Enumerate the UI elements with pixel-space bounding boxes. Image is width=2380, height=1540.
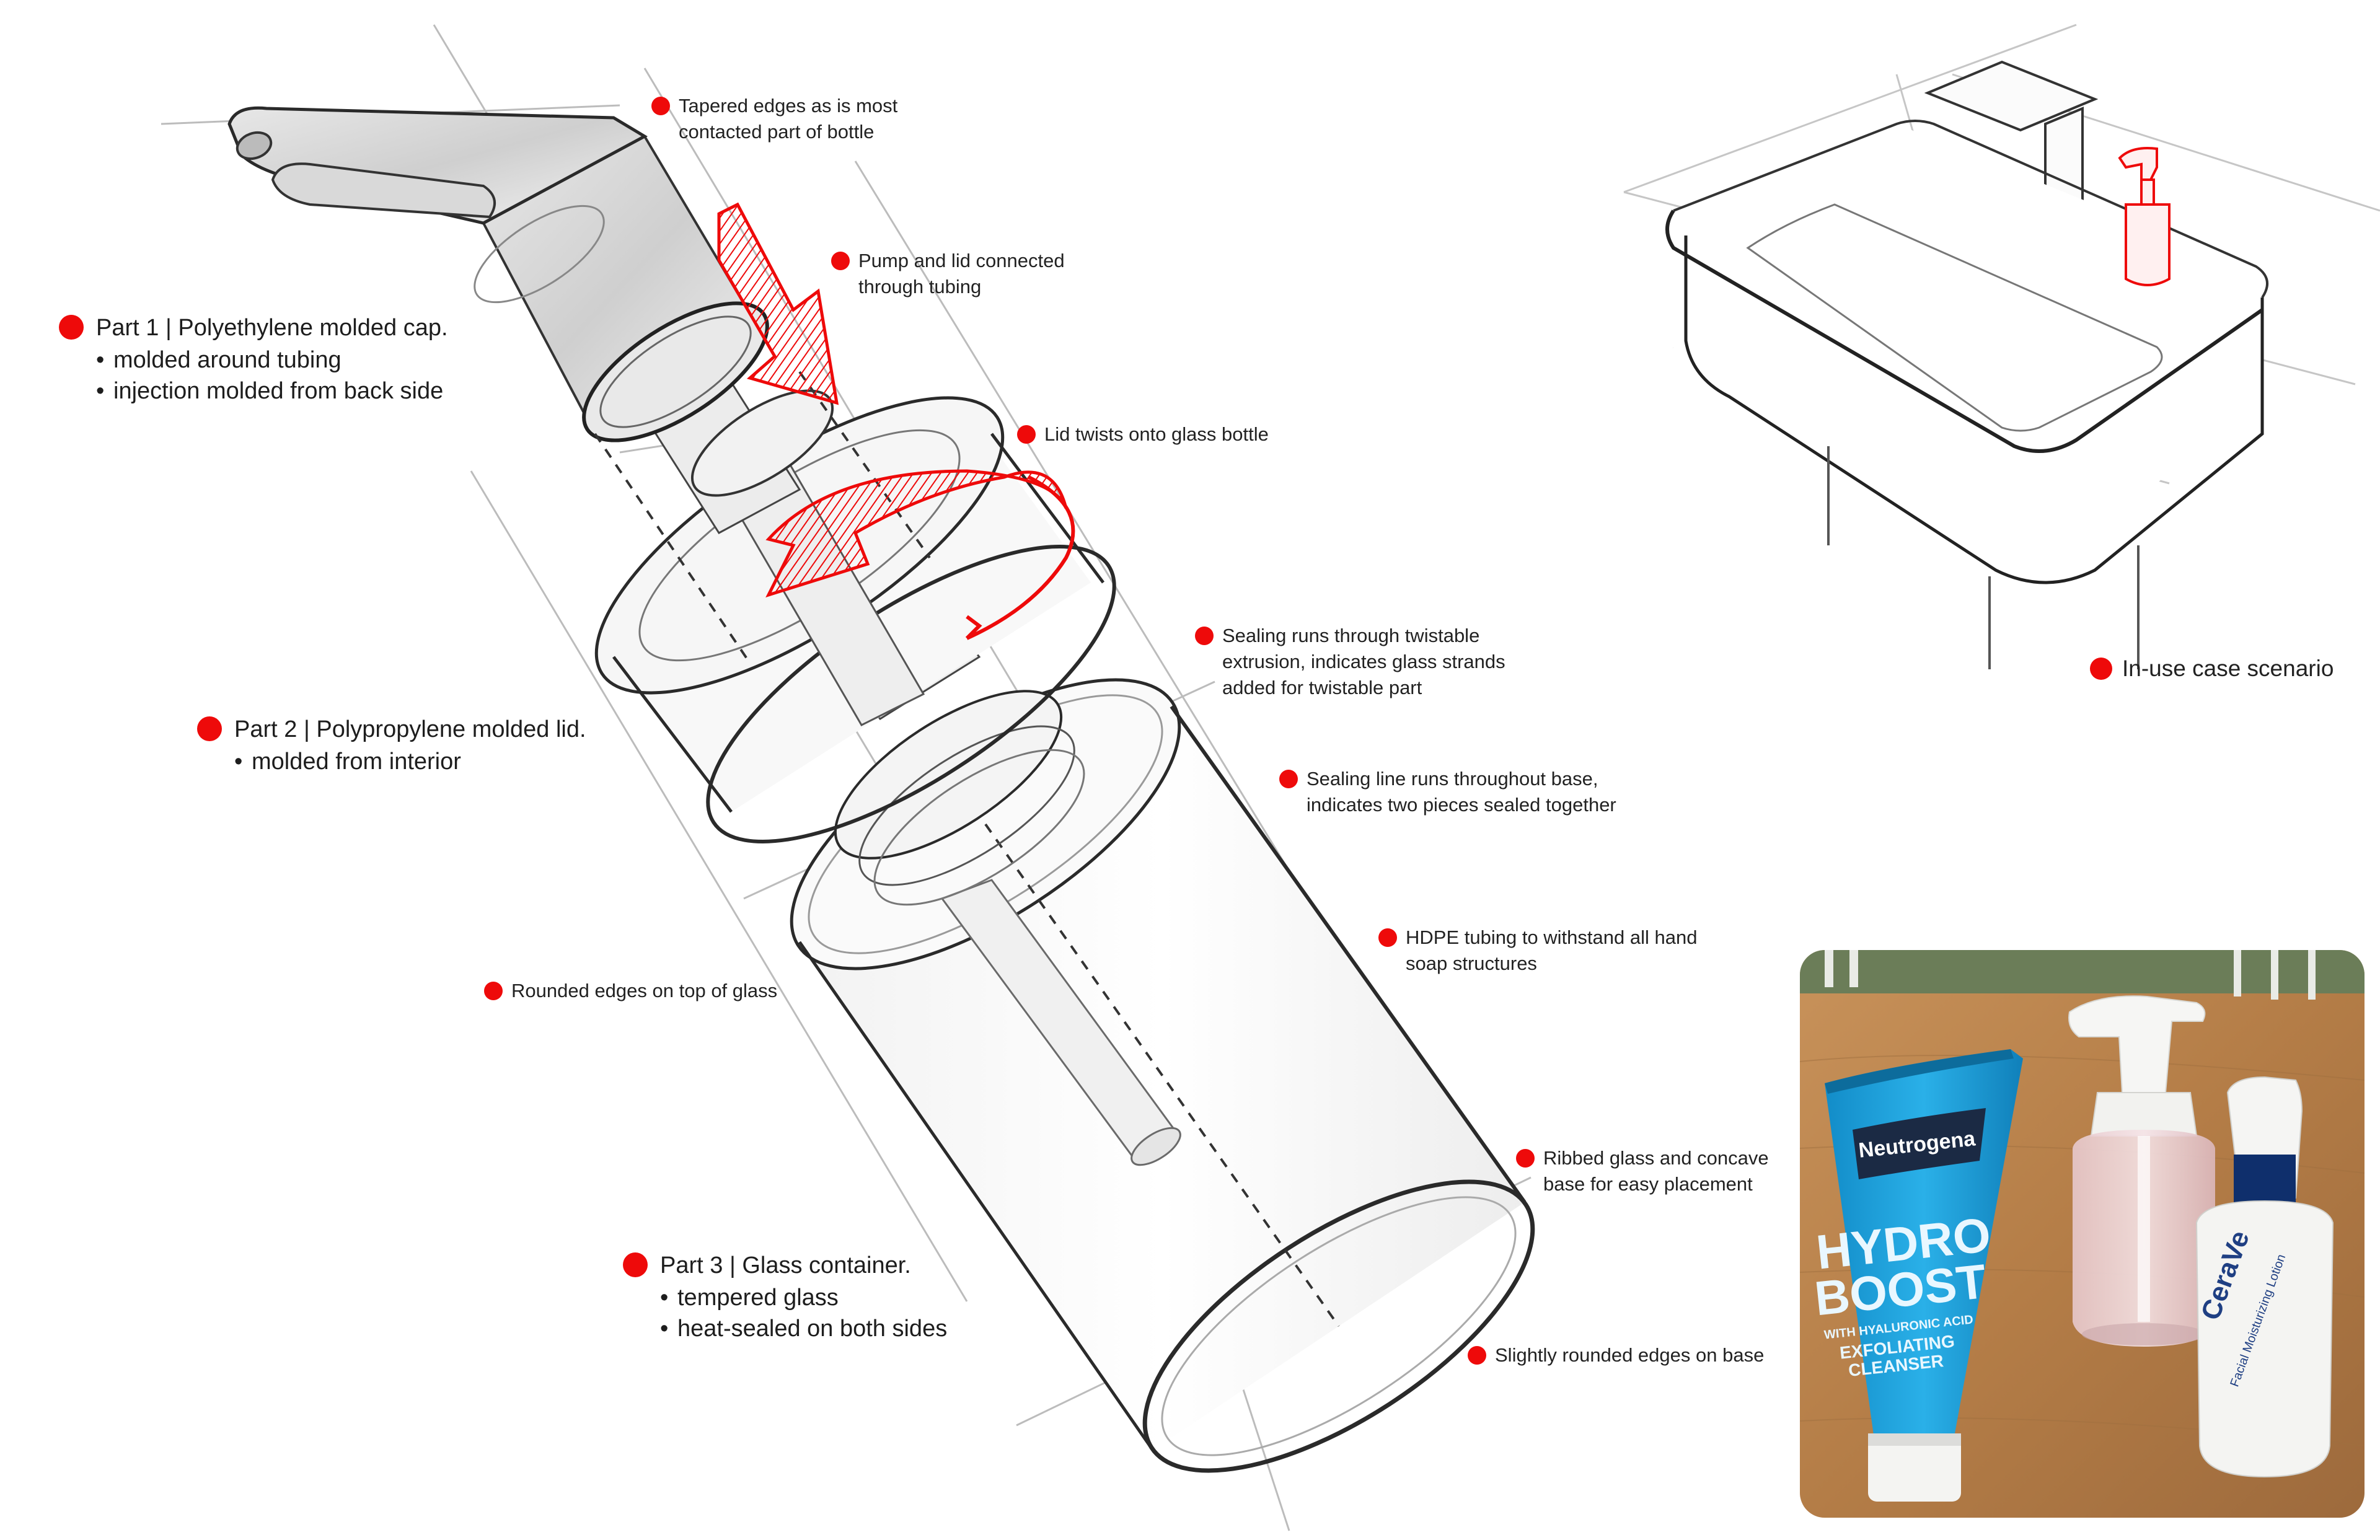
- part-2-detail: molded from interior: [252, 746, 586, 777]
- part-2-details: molded from interior: [234, 746, 586, 777]
- part-1-heading: Part 1 | Polyethylene molded cap. molded…: [96, 312, 448, 407]
- note-dot: [1017, 425, 1036, 444]
- note-line: soap structures: [1406, 951, 1697, 977]
- note-hdpe-tubing: HDPE tubing to withstand all hand soap s…: [1406, 925, 1697, 977]
- part-1-title: Part 1 | Polyethylene molded cap.: [96, 315, 448, 341]
- note-dot: [1378, 928, 1397, 947]
- part-3-title: Part 3 | Glass container.: [660, 1252, 911, 1278]
- note-line: Lid twists onto glass bottle: [1044, 421, 1269, 447]
- part-2-title: Part 2 | Polypropylene molded lid.: [234, 716, 586, 742]
- part-1-details: molded around tubing injection molded fr…: [96, 345, 448, 407]
- note-dot: [484, 982, 503, 1000]
- note-line: In-use case scenario: [2122, 656, 2334, 682]
- part-2-bullet-dot: [197, 716, 222, 741]
- note-line: indicates two pieces sealed together: [1307, 792, 1616, 818]
- product-photo: Neutrogena HYDRO BOOST WITH HYALURONIC A…: [1800, 950, 2365, 1518]
- note-tapered-edges: Tapered edges as is most contacted part …: [679, 93, 897, 145]
- note-dot: [2090, 658, 2112, 680]
- note-line: Sealing runs through twistable: [1222, 623, 1505, 649]
- note-line: Pump and lid connected: [858, 248, 1065, 274]
- note-line: Sealing line runs throughout base,: [1307, 766, 1616, 792]
- note-line: base for easy placement: [1543, 1171, 1769, 1197]
- note-rounded-top: Rounded edges on top of glass: [511, 978, 777, 1004]
- note-line: extrusion, indicates glass strands: [1222, 649, 1505, 675]
- note-ribbed-glass: Ribbed glass and concave base for easy p…: [1543, 1145, 1769, 1197]
- note-lid-twists: Lid twists onto glass bottle: [1044, 421, 1269, 447]
- note-line: Ribbed glass and concave: [1543, 1145, 1769, 1171]
- note-in-use: In-use case scenario: [2122, 656, 2334, 682]
- note-dot: [1468, 1346, 1486, 1365]
- note-sealing-twistable: Sealing runs through twistable extrusion…: [1222, 623, 1505, 701]
- part-3-heading: Part 3 | Glass container. tempered glass…: [660, 1250, 947, 1344]
- note-line: added for twistable part: [1222, 675, 1505, 701]
- part-2-heading: Part 2 | Polypropylene molded lid. molde…: [234, 714, 586, 777]
- note-dot: [1195, 627, 1214, 645]
- note-rounded-base: Slightly rounded edges on base: [1495, 1342, 1764, 1368]
- note-dot: [1279, 770, 1298, 788]
- note-line: Rounded edges on top of glass: [511, 978, 777, 1004]
- note-line: through tubing: [858, 274, 1065, 300]
- note-line: Tapered edges as is most: [679, 93, 897, 119]
- part-1-bullet-dot: [59, 315, 84, 340]
- note-sealing-base: Sealing line runs throughout base, indic…: [1307, 766, 1616, 818]
- note-line: HDPE tubing to withstand all hand: [1406, 925, 1697, 951]
- note-dot: [651, 97, 670, 115]
- part-3-bullet-dot: [623, 1252, 648, 1277]
- part-3-detail: tempered glass: [677, 1282, 947, 1313]
- note-line: contacted part of bottle: [679, 119, 897, 145]
- product-photo-illustration: Neutrogena HYDRO BOOST WITH HYALURONIC A…: [1800, 950, 2365, 1518]
- part-1-detail: injection molded from back side: [113, 376, 448, 407]
- note-pump-lid: Pump and lid connected through tubing: [858, 248, 1065, 300]
- basin: [1667, 121, 2267, 669]
- part-3-detail: heat-sealed on both sides: [677, 1313, 947, 1344]
- note-line: Slightly rounded edges on base: [1495, 1342, 1764, 1368]
- note-dot: [831, 252, 850, 270]
- mini-soap-bottle: [2120, 148, 2169, 285]
- part-1-detail: molded around tubing: [113, 345, 448, 376]
- note-dot: [1516, 1149, 1535, 1168]
- part-3-details: tempered glass heat-sealed on both sides: [660, 1282, 947, 1344]
